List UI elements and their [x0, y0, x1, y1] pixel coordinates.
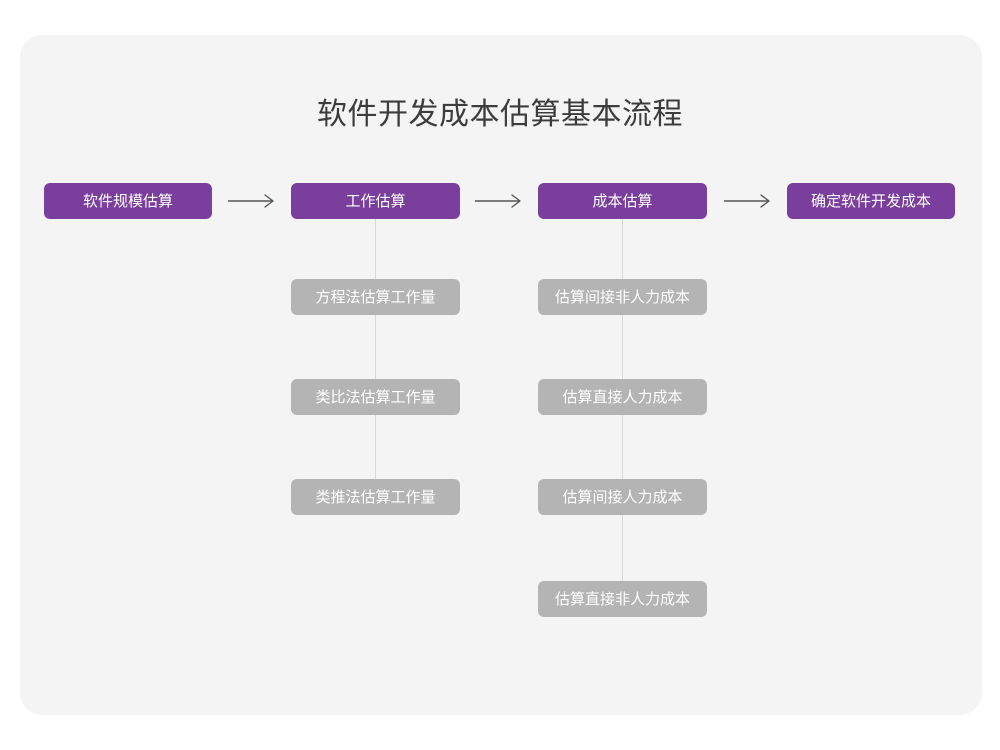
arrow-step2-to-step3 — [473, 191, 527, 211]
sub-node-indirect-labor-cost[interactable]: 估算间接人力成本 — [538, 479, 707, 515]
diagram-card — [20, 35, 982, 715]
sub-node-analogy-method-workload[interactable]: 类比法估算工作量 — [291, 379, 460, 415]
sub-node-direct-labor-cost[interactable]: 估算直接人力成本 — [538, 379, 707, 415]
sub-node-indirect-nonlabor-cost[interactable]: 估算间接非人力成本 — [538, 279, 707, 315]
sub-node-direct-nonlabor-cost[interactable]: 估算直接非人力成本 — [538, 581, 707, 617]
step-node-cost-estimation[interactable]: 成本估算 — [538, 183, 707, 219]
step-node-software-scale-estimation[interactable]: 软件规模估算 — [44, 183, 212, 219]
step-node-determine-development-cost[interactable]: 确定软件开发成本 — [787, 183, 955, 219]
step-node-work-estimation[interactable]: 工作估算 — [291, 183, 460, 219]
sub-node-equation-method-workload[interactable]: 方程法估算工作量 — [291, 279, 460, 315]
connector-line-col1 — [375, 219, 376, 499]
page-title: 软件开发成本估算基本流程 — [317, 97, 683, 132]
arrow-step3-to-step4 — [722, 191, 776, 211]
sub-node-inference-method-workload[interactable]: 类推法估算工作量 — [291, 479, 460, 515]
arrow-step1-to-step2 — [226, 191, 280, 211]
